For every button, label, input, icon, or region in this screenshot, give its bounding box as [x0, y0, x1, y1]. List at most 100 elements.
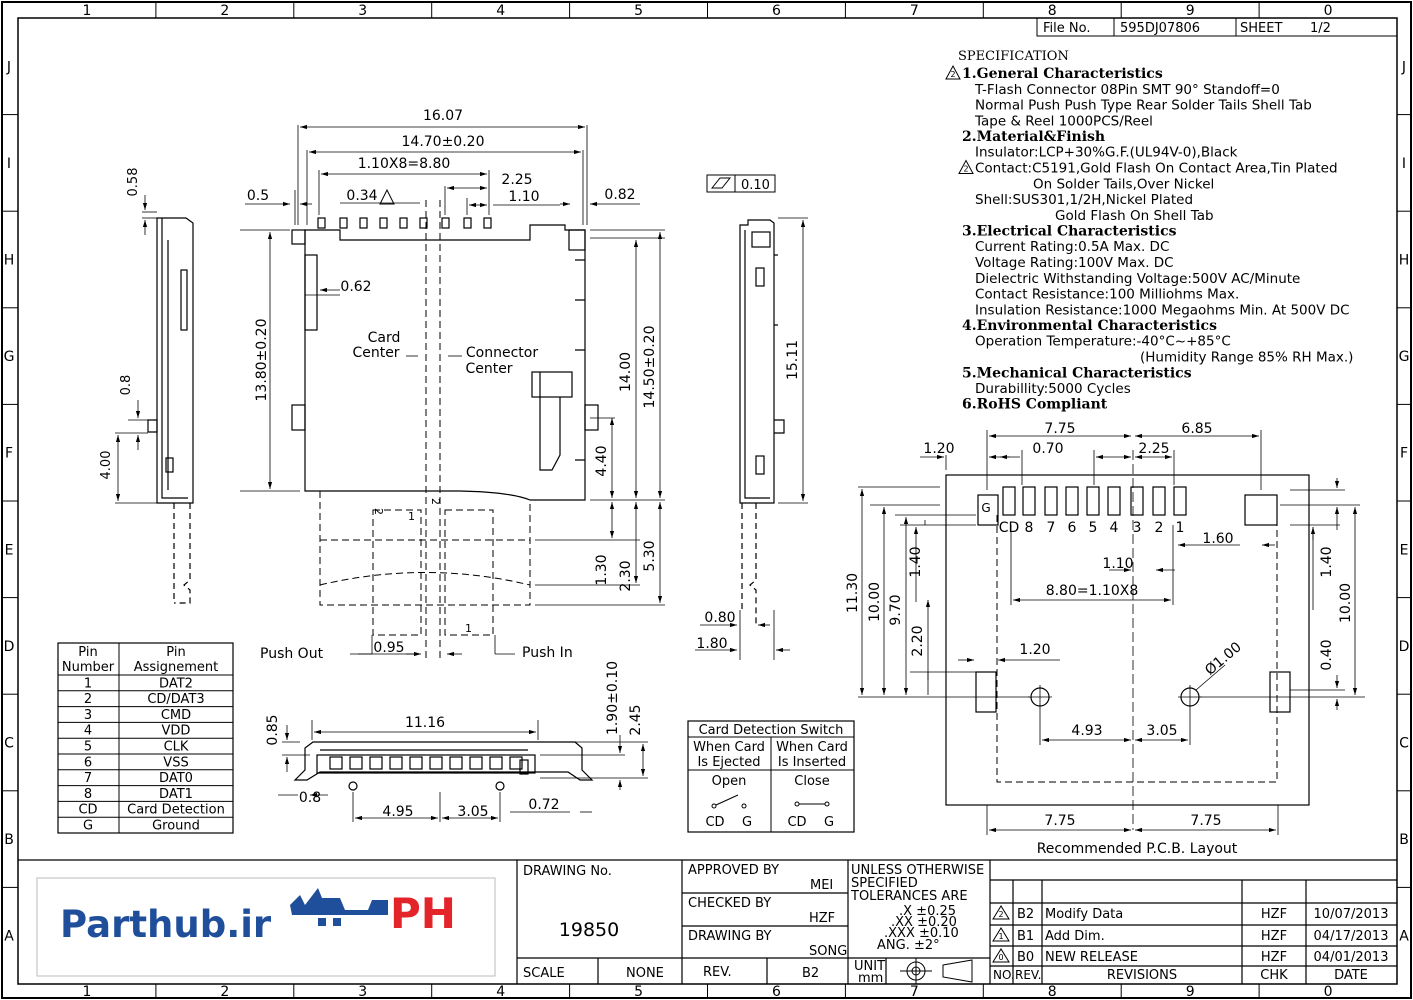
dim-0.80: 0.80	[704, 610, 735, 626]
col-label-bottom: 9	[1186, 984, 1195, 1000]
pin-assignment-cell: Card Detection	[127, 803, 225, 818]
logo-text: Parthub.ir	[60, 903, 272, 946]
revision-triangle-number: 2	[963, 165, 968, 174]
pin-assignment-cell: Ground	[152, 819, 200, 834]
pcb-pad-label: 8	[1025, 520, 1034, 536]
dim-14.70: 14.70±0.20	[402, 134, 485, 150]
col-label-bottom: 0	[1324, 984, 1333, 1000]
spec-line: Tape & Reel 1000PCS/Reel	[974, 113, 1153, 129]
rev-date: 04/17/2013	[1314, 929, 1389, 944]
col-label-bottom: 2	[220, 984, 229, 1000]
col-label-bottom: 3	[358, 984, 367, 1000]
row-label-left: I	[7, 156, 11, 172]
dim-dia-1.00: Ø1.00	[1202, 639, 1245, 678]
spec-title: SPECIFICATION	[958, 49, 1069, 64]
dim-1.80: 1.80	[696, 636, 727, 652]
checked-label: CHECKED BY	[688, 896, 771, 911]
rev-header-chk: CHK	[1260, 968, 1288, 983]
dim-0.58: 0.58	[126, 168, 141, 197]
rear-view	[293, 741, 594, 791]
pcb-pad-label: 2	[1155, 520, 1164, 536]
dim-1.20-mid: 1.20	[1019, 642, 1050, 658]
pcb-pad-label: 5	[1089, 520, 1098, 536]
row-label-left: D	[4, 639, 15, 655]
spec-line: Gold Flash On Shell Tab	[1055, 208, 1214, 224]
tolerance-line-7: ANG. ±2°	[877, 938, 940, 953]
switch-title: Card Detection Switch	[699, 723, 844, 738]
pcb-dims	[858, 430, 1365, 835]
dim-11.16: 11.16	[405, 715, 445, 731]
dim-3.05-pcb: 3.05	[1146, 723, 1177, 739]
pcb-layout	[945, 450, 1310, 830]
dim-0.72: 0.72	[528, 797, 559, 813]
spec-line: 3.Electrical Characteristics	[962, 224, 1177, 240]
pcb-pad-label: 1	[1176, 520, 1185, 536]
dim-4.00: 4.00	[99, 451, 114, 480]
pcb-g-pad-label: G	[981, 501, 990, 515]
tolerance-line-5: .XX ±0.20	[891, 915, 957, 930]
rev-header-rev: REV.	[1015, 968, 1041, 982]
pcb-pad	[1107, 486, 1121, 516]
row-label-left: F	[5, 446, 13, 462]
pcb-pad	[1130, 486, 1144, 516]
pin-number-cell: 6	[84, 755, 92, 770]
dim-4.93: 4.93	[1071, 723, 1102, 739]
dim-2.25-pcb: 2.25	[1138, 441, 1169, 457]
solder-tail	[349, 756, 363, 770]
card-marker-1b: 1	[465, 622, 472, 635]
checked-value: HZF	[809, 911, 835, 926]
dim-8.80: 8.80=1.10X8	[1046, 583, 1139, 599]
dim-15.11: 15.11	[785, 340, 801, 380]
col-label-top: 2	[220, 3, 229, 19]
row-label-right: E	[1400, 542, 1409, 558]
col-label-top: 5	[634, 3, 643, 19]
contact-pin	[379, 217, 388, 229]
pcb-caption: Recommended P.C.B. Layout	[1037, 841, 1238, 857]
sheet-value: 1/2	[1310, 21, 1331, 36]
dim-4.95: 4.95	[382, 804, 413, 820]
col-label-top: 6	[772, 3, 781, 19]
pin-assignment-cell: VDD	[162, 724, 191, 739]
switch-col2-line2: Is Inserted	[778, 755, 846, 770]
pin-number-header-1: Pin	[78, 645, 97, 660]
pcb-pad	[1065, 486, 1079, 516]
rev-label: REV.	[703, 965, 732, 980]
col-label-top: 8	[1048, 3, 1057, 19]
col-label-bottom: 1	[82, 984, 91, 1000]
spec-line: T-Flash Connector 08Pin SMT 90° Standoff…	[974, 82, 1280, 98]
pin-number-cell: 3	[84, 708, 92, 723]
pin-number-cell: 1	[84, 676, 92, 691]
parthub-logo: Parthub.ir PH	[36, 877, 496, 977]
spec-line: Normal Push Push Type Rear Solder Tails …	[975, 98, 1312, 114]
rev-header-date: DATE	[1334, 968, 1368, 983]
switch-col1-line1: When Card	[693, 740, 765, 755]
sheet-label: SHEET	[1240, 21, 1282, 36]
row-label-right: G	[1399, 349, 1410, 365]
unit-label: UNIT	[854, 959, 885, 974]
dim-5.30: 5.30	[642, 540, 658, 571]
drawing-no-label: DRAWING No.	[523, 864, 612, 879]
approved-value: MEI	[810, 878, 833, 893]
solder-tail	[489, 756, 503, 770]
rev-code: B1	[1017, 929, 1034, 944]
spec-line: Insulator:LCP+30%G.F.(UL94V-0),Black	[975, 145, 1238, 161]
solder-tail	[329, 756, 343, 770]
dim-0.34: 0.34	[346, 188, 377, 204]
pin-number-cell: 5	[84, 740, 92, 755]
spec-line: (Humidity Range 85% RH Max.)	[1140, 350, 1353, 366]
spec-line: Current Rating:0.5A Max. DC	[975, 239, 1169, 255]
pin-number-cell: CD	[78, 803, 97, 818]
dim-14.50: 14.50±0.20	[642, 326, 658, 409]
contact-pin	[339, 217, 348, 229]
pcb-pad	[1152, 486, 1166, 516]
dim-10.00-left: 10.00	[867, 582, 883, 622]
pcb-pad	[1086, 486, 1100, 516]
dim-0.95: 0.95	[373, 640, 404, 656]
dim-11.30: 11.30	[845, 573, 861, 613]
tolerance-line-6: .XXX ±0.10	[884, 926, 959, 941]
pin-assignment-cell: CLK	[164, 740, 189, 755]
contact-pin	[399, 217, 408, 229]
